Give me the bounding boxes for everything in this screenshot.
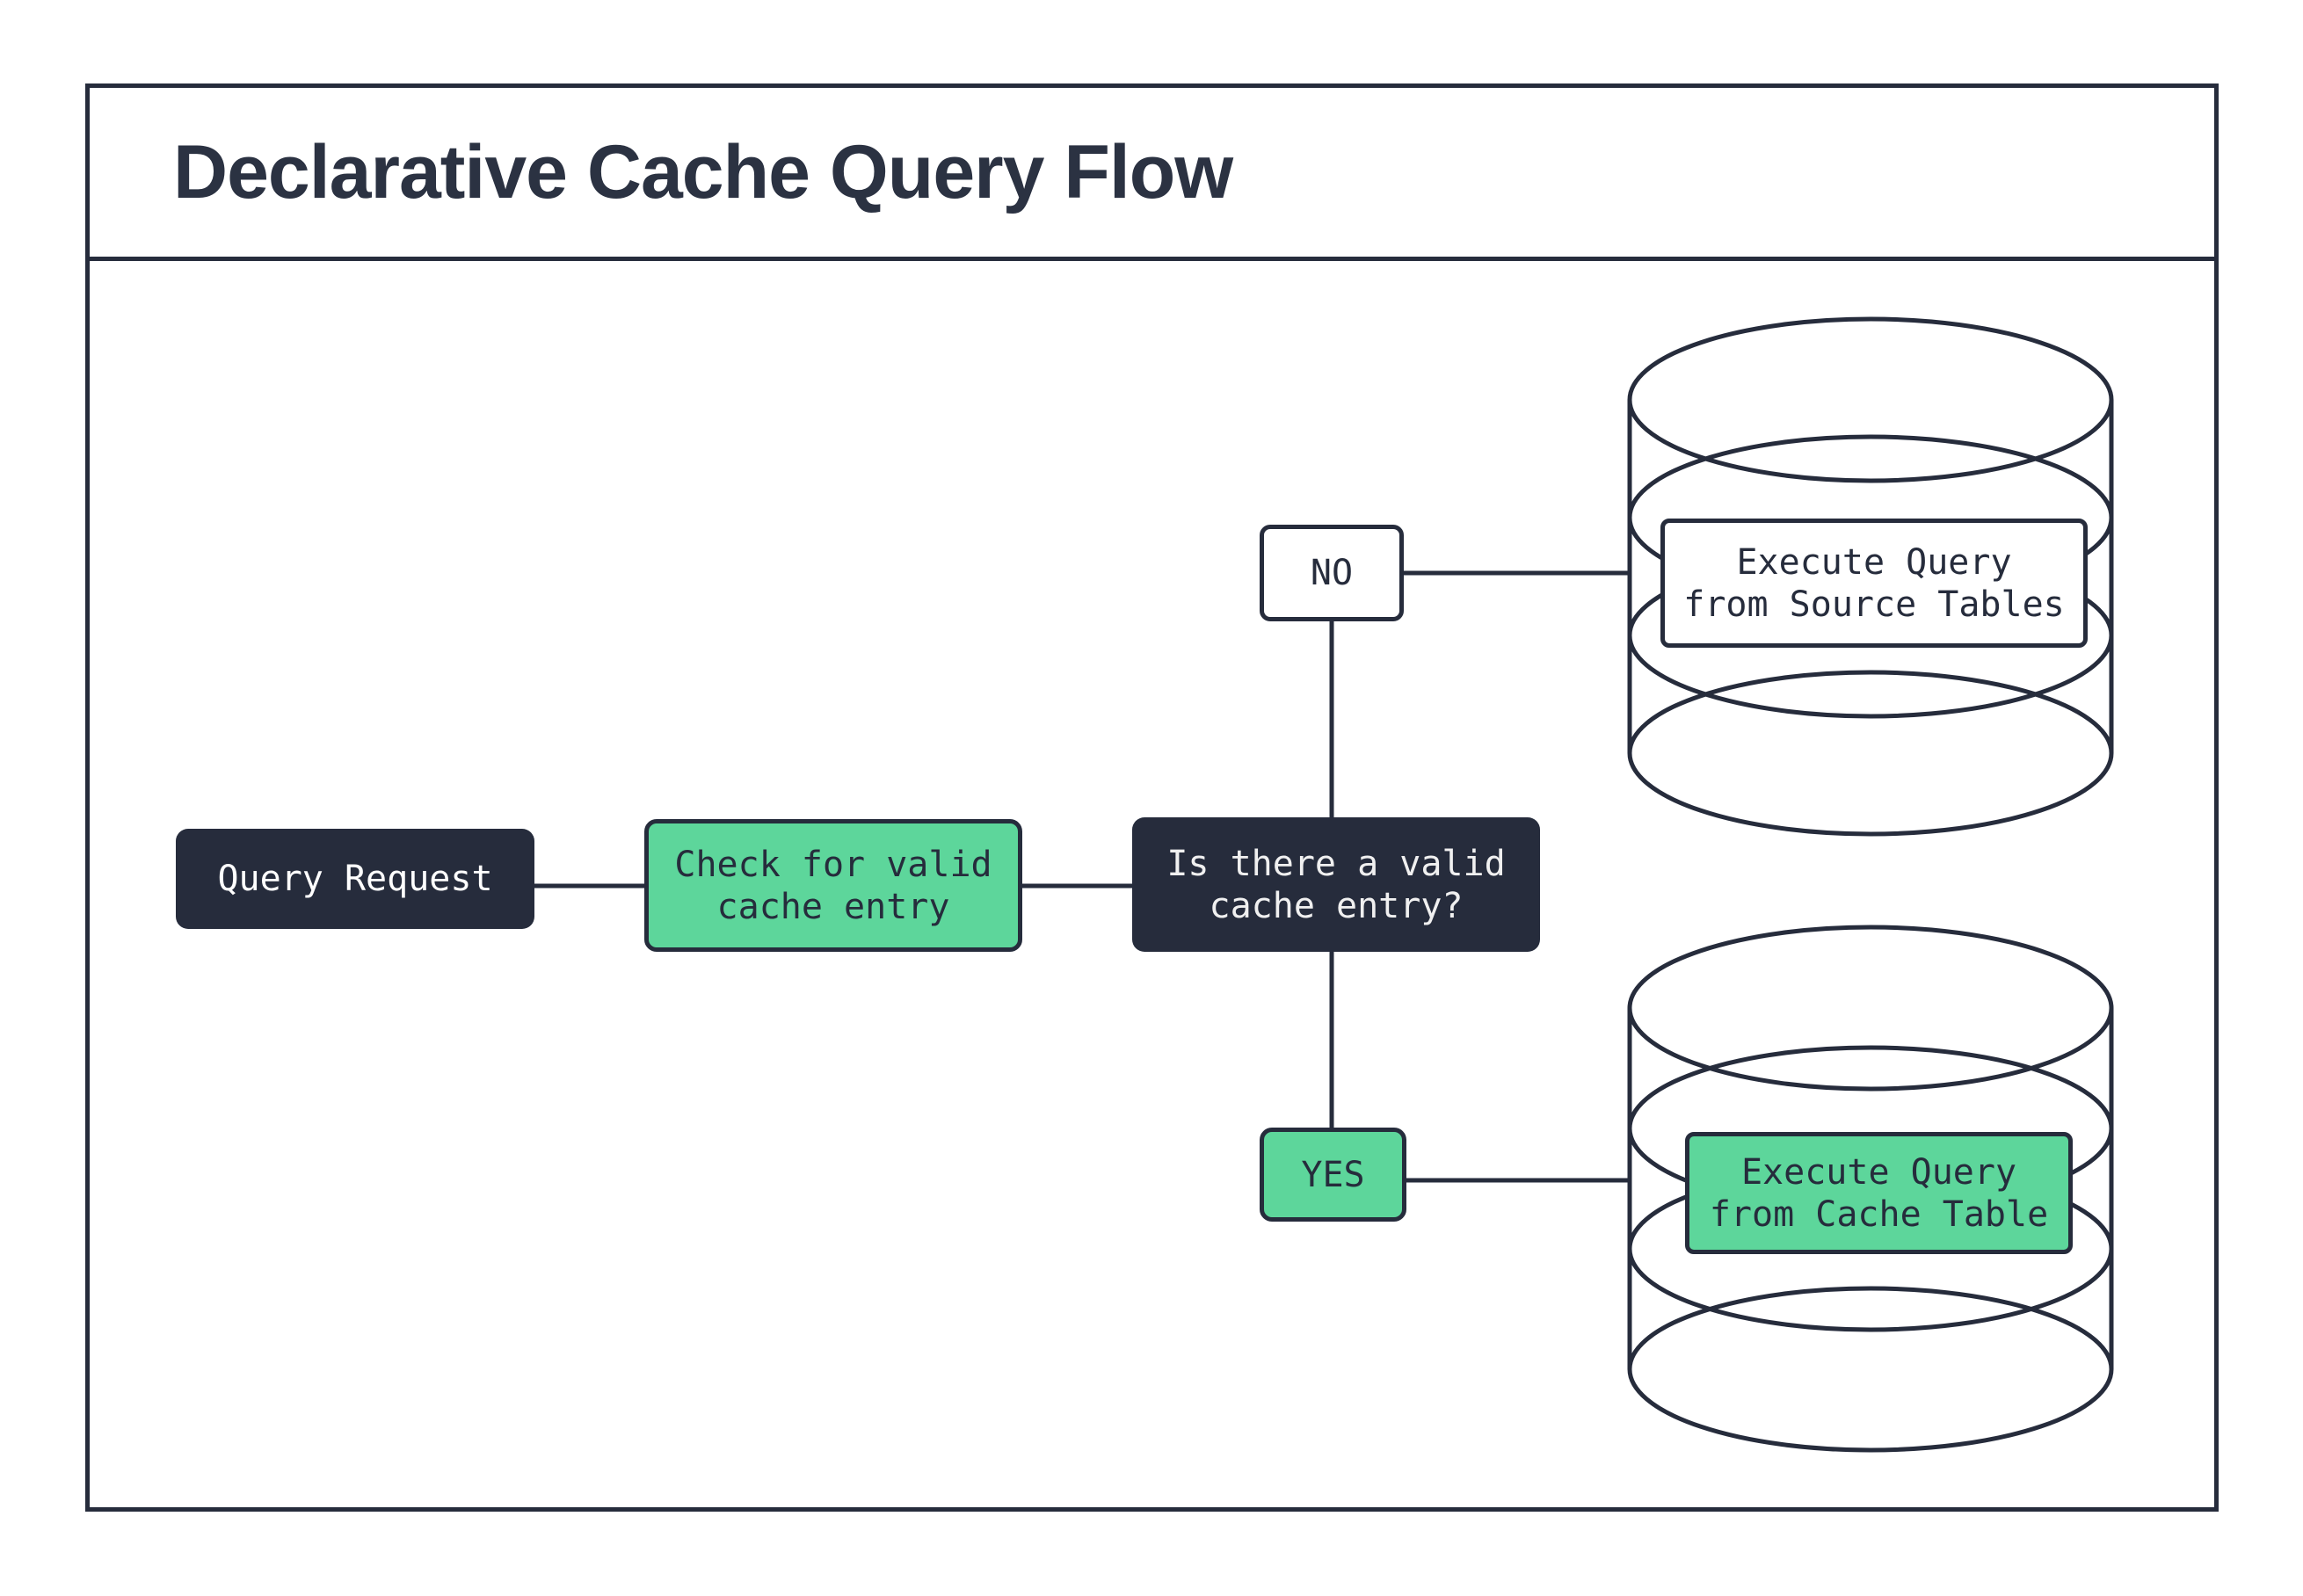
node-check-cache-line2: cache entry	[716, 886, 950, 927]
edge-label-no-text: NO	[1310, 553, 1354, 593]
node-check-cache-line1: Check for valid	[674, 844, 992, 885]
diagram-header: Declarative Cache Query Flow	[90, 88, 2214, 261]
diagram-title: Declarative Cache Query Flow	[173, 129, 1233, 214]
node-execute-source-tables: Execute Query from Source Tables	[1660, 519, 2088, 648]
node-execute-cache-table: Execute Query from Cache Table	[1685, 1132, 2073, 1254]
node-query-request-label: Query Request	[217, 859, 493, 899]
node-query-request: Query Request	[176, 829, 534, 929]
node-execute-source-line1: Execute Query	[1736, 541, 2012, 583]
node-execute-cache-line1: Execute Query	[1740, 1151, 2017, 1193]
edge-label-no: NO	[1260, 525, 1404, 621]
node-decision-line2: cache entry?	[1209, 885, 1464, 926]
node-decision-line1: Is there a valid	[1166, 843, 1506, 884]
node-execute-source-line2: from Source Tables	[1683, 584, 2065, 625]
node-check-cache: Check for valid cache entry	[644, 819, 1022, 952]
node-execute-cache-line2: from Cache Table	[1709, 1193, 2049, 1235]
edge-label-yes: YES	[1260, 1128, 1406, 1222]
diagram-frame: Declarative Cache Query Flow	[85, 83, 2219, 1512]
node-decision-valid-cache: Is there a valid cache entry?	[1132, 817, 1540, 952]
edge-label-yes-text: YES	[1301, 1154, 1365, 1195]
